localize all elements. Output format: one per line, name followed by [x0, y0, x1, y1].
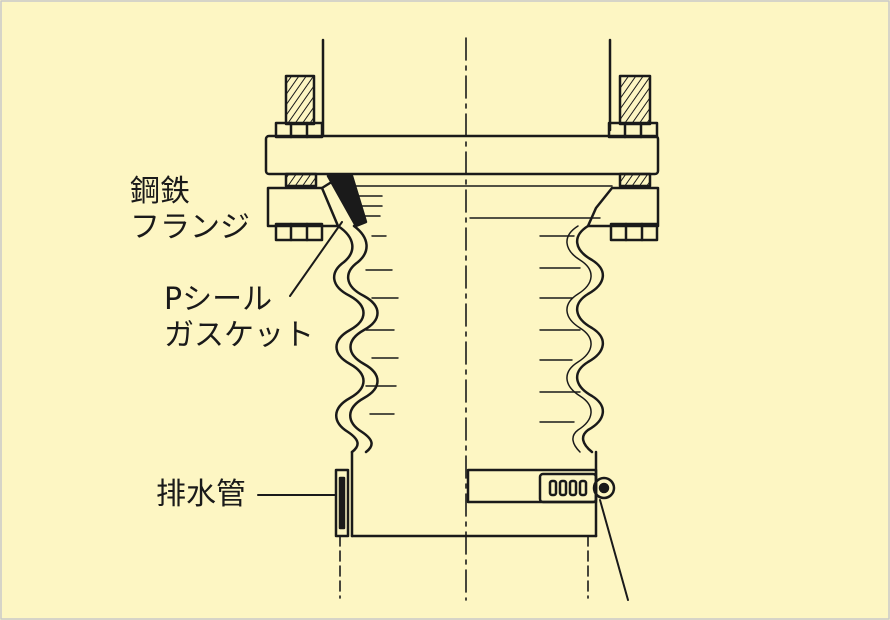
p-seal-gasket-line1: Pシール	[164, 282, 273, 317]
steel-flange-line1: 鋼鉄	[130, 174, 190, 209]
upper-pipe	[321, 38, 612, 138]
bellows-left-hatch	[365, 235, 399, 415]
upper-flange	[264, 134, 660, 176]
bolt-right	[607, 74, 659, 242]
steel-flange-line2: フランジ	[130, 210, 250, 245]
p-seal-gasket-label: Pシール ガスケット	[164, 282, 314, 354]
bellows-right-hatch	[469, 217, 601, 423]
gasket-hatch	[351, 195, 383, 217]
hose-clamp	[466, 468, 616, 504]
drain-pipe-label: 排水管	[156, 477, 246, 512]
bellows-right-wall	[566, 224, 604, 454]
p-seal-gasket-shape	[326, 174, 368, 228]
steel-flange-label: 鋼鉄 フランジ	[130, 174, 250, 246]
bolt-left	[274, 74, 324, 242]
bellows-left-wall	[333, 224, 379, 454]
p-seal-gasket-line2: ガスケット	[164, 318, 314, 353]
drain-pipe-shape	[334, 468, 350, 538]
leader-lines	[257, 221, 629, 601]
lower-flange	[266, 176, 660, 228]
